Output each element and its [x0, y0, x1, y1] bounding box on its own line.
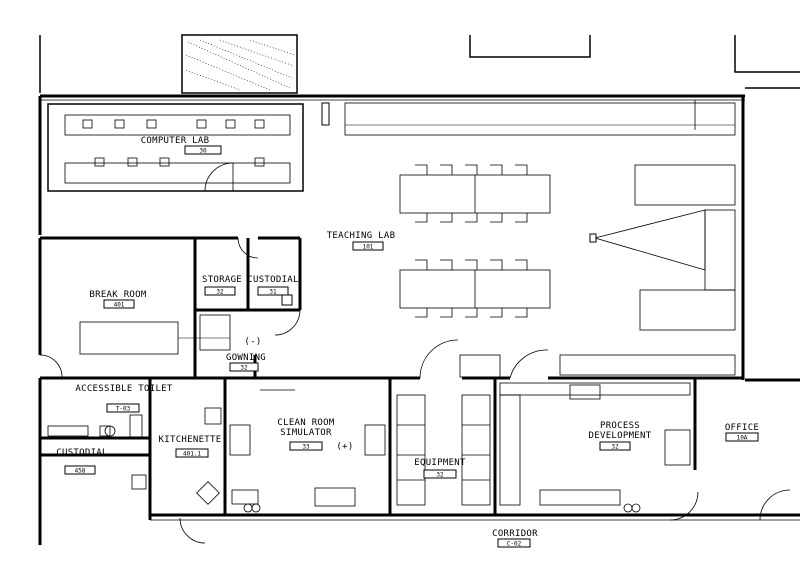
custodial-upper-room: CUSTODIAL 31: [247, 275, 298, 306]
break-room-tag: [103, 299, 135, 309]
process-tag: [599, 441, 631, 451]
clean-room-number: 33: [302, 444, 310, 451]
storage-room: STORAGE 32: [202, 237, 259, 296]
process-development-room: PROCESS DEVELOPMENT 32: [499, 382, 699, 521]
clean-room-name-line2: SIMULATOR: [280, 428, 332, 438]
clean-room-name-line1: CLEAN ROOM: [277, 418, 334, 428]
kitchenette-room: KITCHENETTE 401.1: [159, 407, 222, 544]
custodial-lower-name: CUSTODIAL: [56, 448, 107, 458]
equipment-name: EQUIPMENT: [414, 458, 466, 468]
teaching-lab-name: TEACHING LAB: [327, 231, 396, 241]
accessible-toilet-tag: [106, 403, 140, 413]
clean-room-simulator: CLEAN ROOM SIMULATOR (+) 33: [229, 389, 386, 513]
gowning-number: 32: [240, 365, 248, 372]
office-room: OFFICE 10A: [725, 423, 791, 521]
corridor-number: C-02: [507, 541, 522, 548]
equipment-room: EQUIPMENT 32: [396, 339, 549, 506]
equipment-tag: [423, 469, 457, 479]
storage-number: 32: [216, 289, 224, 296]
custodial-upper-number: 31: [269, 289, 277, 296]
accessible-toilet-name: ACCESSIBLE TOILET: [75, 384, 172, 394]
process-name-line1: PROCESS: [600, 421, 640, 431]
accessible-toilet-room: ACCESSIBLE TOILET T-03: [47, 384, 173, 438]
corridor-name: CORRIDOR: [492, 529, 538, 539]
building-walls: [38, 87, 800, 545]
clean-room-pressure: (+): [336, 442, 353, 452]
accessible-toilet-number: T-03: [116, 406, 131, 413]
clean-room-tag: [289, 441, 323, 451]
custodial-lower-room: CUSTODIAL 458: [56, 448, 147, 490]
computer-lab-number: 30: [199, 148, 207, 155]
break-room: BREAK ROOM 401: [39, 290, 230, 379]
gowning-name: GOWNING: [226, 353, 266, 363]
computer-lab-tag: [184, 145, 222, 155]
lab-chairs: [82, 119, 265, 167]
custodial-lower-number: 458: [75, 468, 86, 475]
computer-lab-name: COMPUTER LAB: [141, 136, 210, 146]
teaching-lab-number: 101: [363, 244, 374, 251]
site-context: [39, 34, 800, 94]
kitchenette-tag: [175, 448, 209, 458]
computer-lab: COMPUTER LAB 30: [47, 103, 304, 192]
office-tag: [725, 432, 759, 442]
kitchenette-name: KITCHENETTE: [159, 435, 222, 445]
gowning-tag: [229, 362, 259, 372]
corridor: CORRIDOR C-02: [492, 529, 538, 548]
office-number: 10A: [737, 435, 748, 442]
process-name-line2: DEVELOPMENT: [589, 431, 652, 441]
office-name: OFFICE: [725, 423, 759, 433]
custodial-upper-name: CUSTODIAL: [247, 275, 298, 285]
storage-tag: [204, 286, 236, 296]
teaching-lab: TEACHING LAB 101: [321, 100, 736, 376]
process-number: 32: [611, 444, 619, 451]
custodial-lower-tag: [64, 465, 96, 475]
storage-name: STORAGE: [202, 275, 242, 285]
break-room-name: BREAK ROOM: [89, 290, 146, 300]
kitchenette-number: 401.1: [183, 451, 201, 458]
custodial-upper-tag: [257, 286, 289, 296]
gowning-room: (-) GOWNING 32: [199, 309, 301, 372]
teaching-lab-tag: [352, 241, 384, 251]
gowning-pressure: (-): [244, 337, 261, 347]
corridor-tag: [497, 538, 531, 548]
equipment-number: 32: [436, 472, 444, 479]
break-room-number: 401: [114, 302, 125, 309]
